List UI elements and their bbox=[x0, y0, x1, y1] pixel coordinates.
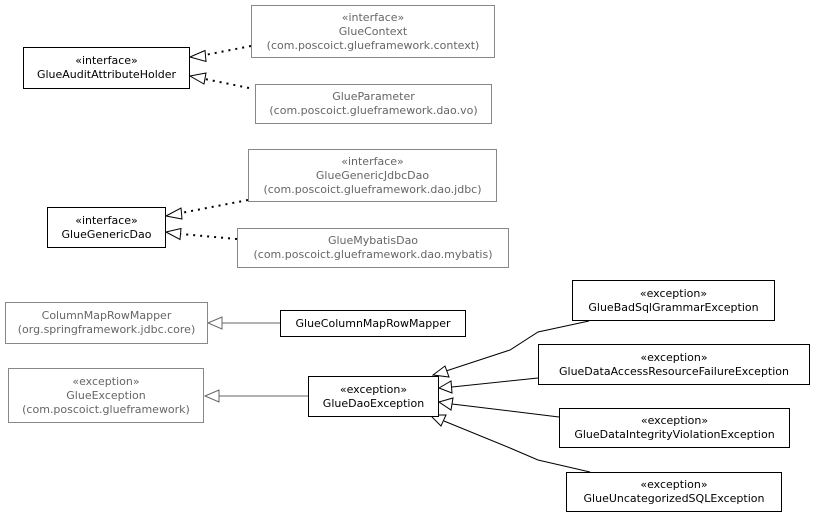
stereotype-label: «interface» bbox=[75, 54, 138, 67]
class-glue-column-map-row-mapper[interactable]: GlueColumnMapRowMapper bbox=[280, 310, 466, 337]
class-name: GlueParameter bbox=[332, 90, 415, 103]
class-name: GlueException bbox=[66, 388, 146, 402]
stereotype-label: «exception» bbox=[640, 350, 708, 364]
class-name: GlueColumnMapRowMapper bbox=[295, 316, 451, 330]
class-name: GlueBadSqlGrammarException bbox=[588, 300, 759, 314]
package-name: (com.poscoict.glueframework) bbox=[22, 402, 190, 416]
stereotype-label: «exception» bbox=[639, 286, 708, 300]
class-glue-dao-exception[interactable]: «exception» GlueDaoException bbox=[308, 376, 439, 417]
class-glue-exception[interactable]: «exception» GlueException (com.poscoict.… bbox=[8, 368, 204, 423]
class-name: GlueContext bbox=[338, 24, 408, 38]
edge-jdbc-dao-to-generic-dao bbox=[164, 199, 249, 220]
package-name: (com.poscoict.glueframework.dao.vo) bbox=[269, 104, 478, 117]
class-glue-mybatis-dao[interactable]: GlueMybatisDao (com.poscoict.glueframewo… bbox=[237, 228, 509, 268]
class-name: GlueUncategorizedSQLException bbox=[583, 492, 765, 505]
edge-bad-sql-to-dao-exception bbox=[431, 320, 590, 378]
edge-resource-failure-to-dao-exception bbox=[437, 377, 539, 394]
class-glue-parameter[interactable]: GlueParameter (com.poscoict.glueframewor… bbox=[255, 84, 492, 124]
class-name: GlueDataIntegrityViolationException bbox=[574, 428, 775, 441]
stereotype-label: «exception» bbox=[640, 478, 708, 491]
class-name: GlueAuditAttributeHolder bbox=[36, 68, 177, 81]
class-name: GlueMybatisDao bbox=[327, 234, 419, 247]
class-name: GlueGenericDao bbox=[61, 227, 152, 241]
package-name: (org.springframework.jdbc.core) bbox=[17, 323, 196, 336]
class-name: GlueDaoException bbox=[322, 396, 425, 410]
edge-mybatis-dao-to-generic-dao bbox=[164, 227, 238, 241]
class-glue-context[interactable]: «interface» GlueContext (com.poscoict.gl… bbox=[251, 5, 495, 58]
stereotype-label: «exception» bbox=[640, 414, 709, 427]
edge-dao-exception-to-glue-exception bbox=[203, 389, 308, 403]
stereotype-label: «interface» bbox=[341, 10, 405, 24]
class-name: ColumnMapRowMapper bbox=[41, 309, 172, 322]
package-name: (com.poscoict.glueframework.dao.mybatis) bbox=[253, 248, 493, 261]
class-glue-data-access-resource-failure-exception[interactable]: «exception» GlueDataAccessResourceFailur… bbox=[538, 344, 810, 385]
package-name: (com.poscoict.glueframework.context) bbox=[266, 38, 480, 52]
package-name: (com.poscoict.glueframework.dao.jdbc) bbox=[263, 182, 482, 196]
stereotype-label: «interface» bbox=[341, 154, 404, 168]
stereotype-label: «exception» bbox=[339, 382, 408, 396]
edge-glue-column-mapper-to-column-mapper bbox=[206, 316, 280, 330]
class-glue-generic-jdbc-dao[interactable]: «interface» GlueGenericJdbcDao (com.posc… bbox=[248, 149, 497, 202]
class-name: GlueGenericJdbcDao bbox=[315, 168, 430, 182]
edge-integrity-violation-to-dao-exception bbox=[437, 397, 560, 418]
edge-glue-parameter-to-holder bbox=[188, 72, 250, 89]
class-column-map-row-mapper[interactable]: ColumnMapRowMapper (org.springframework.… bbox=[5, 302, 208, 344]
class-glue-bad-sql-grammar-exception[interactable]: «exception» GlueBadSqlGrammarException bbox=[572, 280, 775, 321]
class-glue-uncategorized-sql-exception[interactable]: «exception» GlueUncategorizedSQLExceptio… bbox=[566, 472, 782, 512]
class-glue-generic-dao[interactable]: «interface» GlueGenericDao bbox=[47, 207, 166, 248]
class-glue-data-integrity-violation-exception[interactable]: «exception» GlueDataIntegrityViolationEx… bbox=[559, 408, 790, 448]
stereotype-label: «interface» bbox=[75, 213, 138, 227]
class-name: GlueDataAccessResourceFailureException bbox=[558, 364, 789, 378]
stereotype-label: «exception» bbox=[72, 374, 140, 388]
edge-glue-context-to-holder bbox=[188, 45, 252, 63]
class-glue-audit-attribute-holder[interactable]: «interface» GlueAuditAttributeHolder bbox=[23, 47, 190, 89]
